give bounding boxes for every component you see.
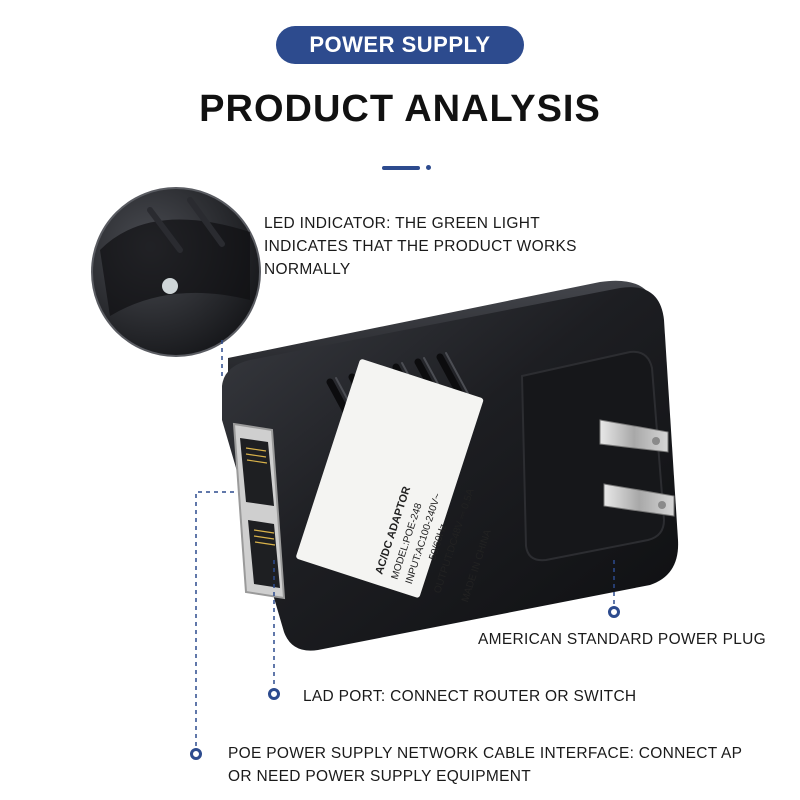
poe-marker-dot-icon [190, 748, 202, 760]
poe-callout-text: POE POWER SUPPLY NETWORK CABLE INTERFACE… [228, 745, 743, 785]
led-indicator [162, 278, 178, 294]
led-callout-text: LED INDICATOR: THE GREEN LIGHT INDICATES… [264, 215, 577, 278]
plug-callout-text: AMERICAN STANDARD POWER PLUG [478, 631, 767, 648]
title-underline [382, 166, 420, 170]
callout-lines [195, 340, 615, 748]
power-plug-icon [599, 419, 675, 517]
plug-base [520, 350, 666, 562]
led-zoom-icon [91, 187, 261, 357]
title-underline-dot [426, 165, 431, 170]
rj45-port-icon [232, 422, 286, 600]
power-supply-badge: POWER SUPPLY [276, 26, 524, 64]
lad-marker-dot-icon [268, 688, 280, 700]
rating-label [296, 359, 484, 598]
plug-marker-dot-icon [608, 606, 620, 618]
page-title: PRODUCT ANALYSIS [199, 88, 601, 130]
lad-callout-text: LAD PORT: CONNECT ROUTER OR SWITCH [303, 688, 637, 705]
